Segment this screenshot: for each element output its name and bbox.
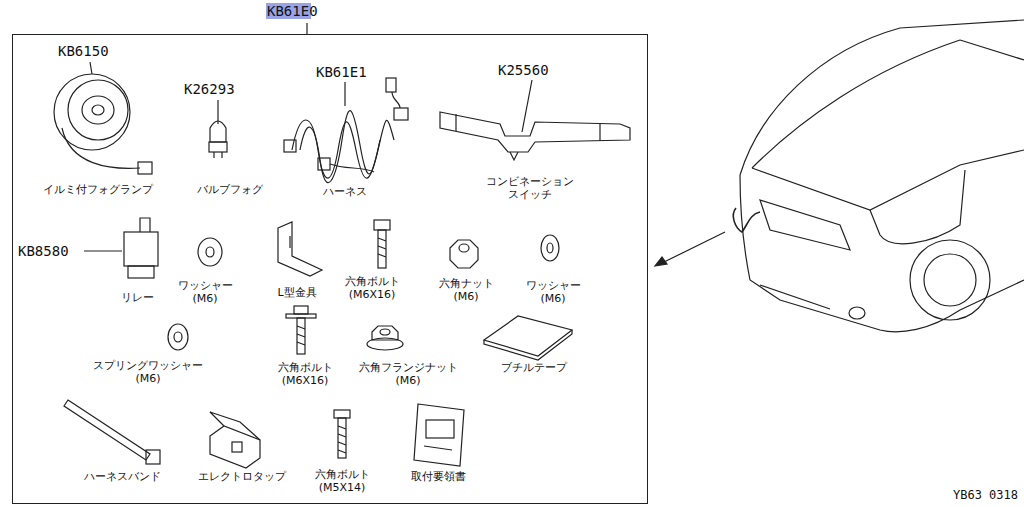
diagram-code: YB63 0318 bbox=[953, 488, 1018, 502]
part-name: ハーネス bbox=[323, 186, 367, 199]
part-number: KB6150 bbox=[58, 43, 109, 59]
part-number: K26293 bbox=[184, 81, 235, 97]
part-name: イルミ付フォグランプ bbox=[43, 184, 153, 197]
part-name: ワッシャー (M6) bbox=[178, 280, 233, 305]
kit-frame: KB61E0 bbox=[12, 34, 648, 504]
part-name: 六角ボルト (M6X16) bbox=[278, 362, 333, 387]
part-name: エレクトロタップ bbox=[198, 471, 286, 484]
part-name: L型金具 bbox=[277, 287, 316, 300]
part-name: 六角ボルト (M6X16) bbox=[345, 276, 400, 301]
part-name: 取付要領書 bbox=[411, 471, 466, 484]
part-name: 六角ナット (M6) bbox=[439, 278, 494, 303]
part-name: ワッシャー (M6) bbox=[526, 280, 581, 305]
part-number: KB61E1 bbox=[316, 64, 367, 80]
part-name: ハーネスバンド bbox=[84, 471, 161, 484]
part-name: リレー bbox=[121, 292, 154, 305]
part-name: 六角フランジナット (M6) bbox=[359, 362, 458, 387]
part-name: コンビネーション スイッチ bbox=[486, 176, 574, 201]
kit-number: KB61E0 bbox=[266, 3, 319, 19]
part-name: ブチルテープ bbox=[501, 362, 567, 375]
part-name: 六角ボルト (M5X14) bbox=[315, 469, 370, 494]
part-number: K25560 bbox=[498, 62, 549, 78]
part-number: KB8580 bbox=[18, 243, 69, 259]
part-name: バルブフォグ bbox=[197, 184, 263, 197]
part-name: スプリングワッシャー (M6) bbox=[93, 360, 203, 385]
